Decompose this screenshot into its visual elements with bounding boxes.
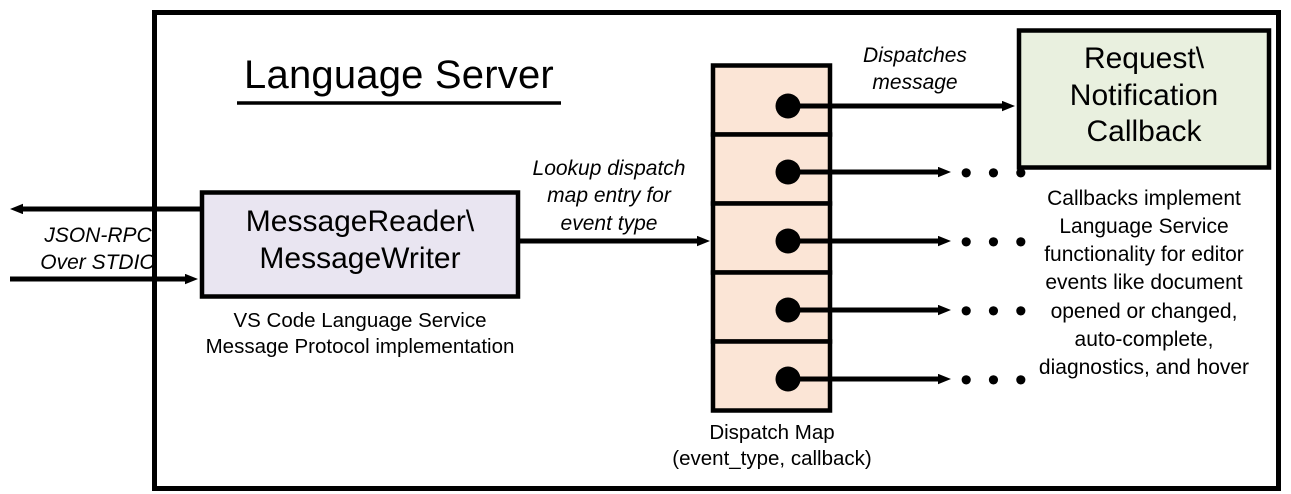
dispatch-map-cell-3[interactable] (710, 201, 833, 275)
request-notification-callback-box[interactable] (1016, 28, 1272, 170)
dispatch-target-ellipsis-3: • • • (960, 223, 1030, 261)
request-notification-callback-label: Request\ Notification Callback (1069, 42, 1219, 149)
page-title: Language Server (244, 53, 554, 97)
dispatch-map-cell-2[interactable] (710, 132, 833, 206)
message-reader-writer-box[interactable] (199, 190, 521, 299)
dispatch-map-caption: Dispatch Map (event_type, callback) (672, 421, 872, 471)
dispatch-map-cell-1[interactable] (710, 63, 833, 137)
dispatch-map-cell-4[interactable] (710, 270, 833, 344)
lookup-dispatch-label: Lookup dispatch map entry for event type (532, 157, 686, 235)
dispatch-target-ellipsis-5: • • • (960, 361, 1030, 399)
dispatches-message-label: Dispatches message (863, 44, 967, 95)
message-box-caption: VS Code Language Service Message Protoco… (205, 309, 515, 359)
dispatch-target-ellipsis-4: • • • (960, 292, 1030, 330)
jsonrpc-flow-label: JSON-RPC Over STDIO (40, 224, 156, 275)
dispatch-target-ellipsis-2: • • • (960, 154, 1030, 192)
callback-description-note: Callbacks implement Language Service fun… (1038, 187, 1250, 379)
dispatch-map-cell-5[interactable] (710, 339, 833, 413)
message-reader-writer-label: MessageReader\ MessageWriter (245, 205, 475, 275)
